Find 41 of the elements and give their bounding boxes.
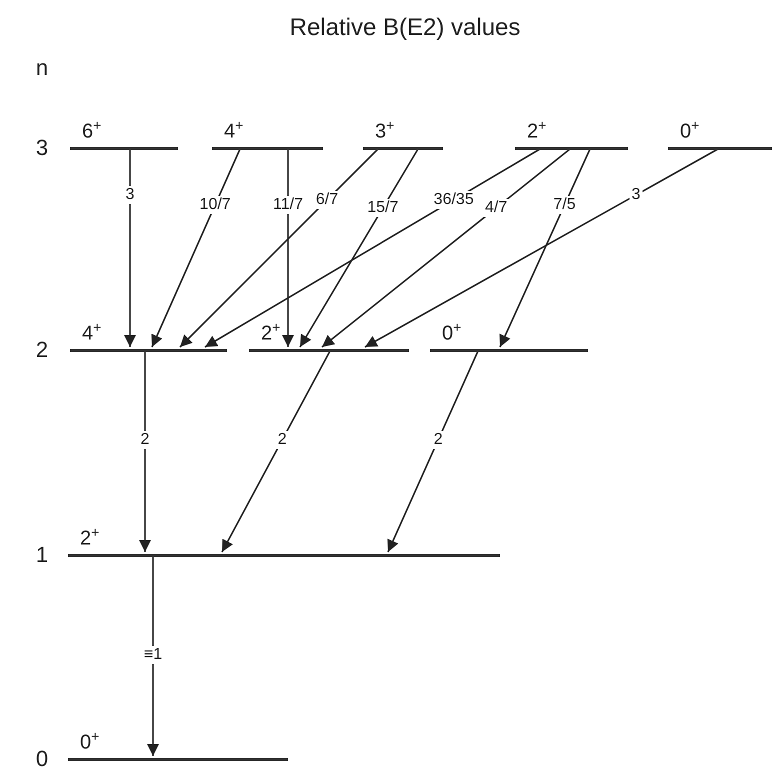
spin-parity-label: 6$^{+}$ <box>82 116 102 143</box>
edge-label: 3 <box>124 186 136 204</box>
edge-label: 10/7 <box>198 196 233 214</box>
level-number: 2 <box>36 337 48 363</box>
transition-arrow <box>221 350 331 552</box>
spin-parity-label: 4$^{+}$ <box>224 116 244 143</box>
transition-arrow <box>322 148 570 348</box>
transition-arrow <box>299 148 419 348</box>
spin-parity-label: 0$^{+}$ <box>680 116 700 143</box>
level-number: 0 <box>36 746 48 767</box>
edge-label: 2 <box>432 431 445 449</box>
spin-parity-label: 2$^{+}$ <box>261 318 280 345</box>
axis-label: n <box>36 55 48 81</box>
transition-arrow <box>499 148 591 348</box>
spin-parity-label: 2$^{+}$ <box>80 523 100 550</box>
transition-arrow <box>204 148 540 348</box>
transition-arrow <box>364 148 718 348</box>
level-number: 3 <box>36 135 48 161</box>
transition-arrow <box>124 149 136 347</box>
spin-parity-label: 4$^{+}$ <box>82 318 102 345</box>
edge-label: 6/7 <box>314 191 340 209</box>
spin-parity-label: 0$^{+}$ <box>442 318 462 345</box>
transition-arrow <box>151 148 241 348</box>
spin-parity-label: 0$^{+}$ <box>80 727 100 754</box>
transition-arrow <box>139 351 151 552</box>
diagram-title: Relative B(E2) values <box>290 14 520 42</box>
edge-label: 7/5 <box>551 196 578 214</box>
edge-label: 4/7 <box>482 199 510 217</box>
transition-arrow <box>147 556 159 756</box>
transition-arrow <box>282 149 294 347</box>
edge-label: 36/35 <box>432 191 476 209</box>
edge-label: 2 <box>276 431 289 449</box>
edge-label: ≡1 <box>142 646 164 664</box>
edge-label: 11/7 <box>271 196 305 214</box>
spin-parity-label: 3$^{+}$ <box>375 116 394 143</box>
edge-label: 15/7 <box>365 199 400 217</box>
transition-arrow <box>179 148 379 348</box>
edge-label: 2 <box>138 431 152 449</box>
spin-parity-label: 2$^{+}$ <box>527 116 546 143</box>
level-number: 1 <box>36 542 48 568</box>
transition-arrow <box>387 350 479 552</box>
